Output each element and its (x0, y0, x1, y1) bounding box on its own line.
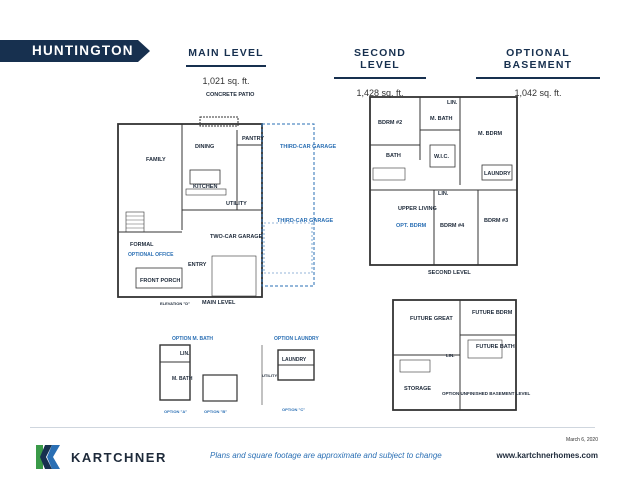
title-banner: HUNTINGTON (0, 40, 150, 62)
stair (125, 211, 145, 233)
bdrm2-label: BDRM #2 (378, 120, 402, 126)
third-garage-bay (263, 222, 313, 274)
main-level-caption: MAIN LEVEL (202, 300, 236, 306)
level-underline (186, 65, 266, 67)
future-bath-label: FUTURE BATH (476, 344, 515, 350)
basement-lin-label: LIN. (446, 353, 455, 358)
storage-label: STORAGE (404, 386, 431, 392)
lin-top-label: LIN. (447, 100, 458, 106)
utility-label: UTILITY (226, 201, 247, 207)
m-bdrm-label: M. BDRM (478, 131, 503, 137)
options-labels: OPTION M. BATH LIN. M. BATH OPTION LAUND… (164, 336, 319, 414)
level-header-second: SECOND LEVEL 1,428 sq. ft. (334, 47, 426, 98)
option-mbath-title: OPTION M. BATH (172, 336, 213, 342)
dining-label: DINING (195, 144, 214, 150)
brand-name: KARTCHNER (71, 450, 167, 465)
stair (372, 167, 406, 181)
opt-bdrm-label: OPT. BDRM (396, 223, 427, 229)
level-sqft: 1,021 sq. ft. (202, 76, 250, 86)
basement-plan (392, 299, 517, 411)
wic-outline (429, 144, 456, 168)
bdrm3-label: BDRM #3 (484, 218, 508, 224)
formal-label: FORMAL (130, 242, 154, 248)
second-level-labels: LIN. BDRM #2 M. BATH M. BDRM BATH W.I.C.… (378, 100, 511, 276)
second-level-plan (369, 96, 518, 266)
third-car-garage-outline (261, 123, 315, 287)
level-name: OPTIONAL BASEMENT (503, 47, 573, 71)
third-garage-label: THIRD-CAR GARAGE (277, 218, 334, 224)
option-laundry-title: OPTION LAUNDRY (274, 336, 319, 342)
plan-date: March 6, 2020 (566, 437, 598, 443)
family-label: FAMILY (146, 157, 166, 163)
basement-caption: OPTION UNFINISHED BASEMENT LEVEL (442, 391, 531, 396)
level-sqft: 1,042 sq. ft. (514, 88, 562, 98)
level-name: MAIN LEVEL (188, 47, 264, 59)
office-label: OPTIONAL OFFICE (128, 252, 174, 258)
future-great-label: FUTURE GREAT (410, 316, 453, 322)
stair (399, 359, 431, 373)
wic-label: W.I.C. (434, 154, 449, 160)
basement-labels: FUTURE GREAT FUTURE BDRM FUTURE BATH LIN… (404, 310, 531, 396)
third-garage-ext-label: THIRD-CAR GARAGE (280, 144, 337, 150)
options-plan (159, 344, 315, 405)
elevation-label: ELEVATION "D" (160, 301, 190, 306)
main-level-labels: CONCRETE PATIO FAMILY DINING KITCHEN PAN… (128, 92, 337, 306)
level-header-main: MAIN LEVEL 1,021 sq. ft. (186, 47, 266, 86)
option-laundry-label: LAUNDRY (282, 357, 307, 363)
level-sqft: 1,428 sq. ft. (356, 88, 404, 98)
option-c-label: OPTION "C" (282, 407, 305, 412)
website-link[interactable]: www.kartchnerhomes.com (496, 451, 598, 460)
kitchen-counter (185, 188, 227, 196)
level-underline (476, 77, 600, 79)
kartchner-logo-icon (36, 445, 60, 469)
footer-divider (30, 427, 595, 428)
bath-label: BATH (386, 153, 401, 159)
pantry-label: PANTRY (242, 136, 264, 142)
kitchen-island (189, 169, 221, 185)
option-b-outline (202, 374, 238, 402)
option-b-label: OPTION "B" (204, 409, 227, 414)
second-exterior-wall (369, 96, 518, 266)
option-lin-label: LIN. (180, 351, 190, 357)
option-mbath-label: M. BATH (172, 376, 193, 382)
level-name: SECOND LEVEL (353, 47, 407, 71)
garage-label: TWO-CAR GARAGE (210, 234, 263, 240)
lin-label: LIN. (438, 191, 449, 197)
porch-outline (135, 267, 183, 289)
level-header-basement: OPTIONAL BASEMENT 1,042 sq. ft. (476, 47, 600, 98)
bath-outline (467, 339, 503, 359)
main-level-plan (117, 116, 315, 298)
kitchen-label: KITCHEN (193, 184, 217, 190)
disclaimer: Plans and square footage are approximate… (210, 451, 442, 460)
upper-living-label: UPPER LIVING (398, 206, 437, 212)
porch-label: FRONT PORCH (140, 278, 180, 284)
option-a-label: OPTION "A" (164, 409, 187, 414)
m-bath-label: M. BATH (430, 116, 453, 122)
option-mbath-outline (159, 344, 191, 401)
option-utility-label: UTILITY (262, 373, 277, 378)
future-bdrm-label: FUTURE BDRM (472, 310, 513, 316)
patio-outline (199, 116, 239, 127)
garage-door (211, 255, 257, 297)
entry-label: ENTRY (188, 262, 207, 268)
level-underline (334, 77, 426, 79)
second-level-caption: SECOND LEVEL (428, 270, 471, 276)
bdrm4-label: BDRM #4 (440, 223, 465, 229)
laundry-label: LAUNDRY (484, 171, 511, 177)
patio-label: CONCRETE PATIO (206, 92, 255, 98)
laundry-outline (481, 164, 513, 181)
plan-title: HUNTINGTON (32, 43, 134, 58)
